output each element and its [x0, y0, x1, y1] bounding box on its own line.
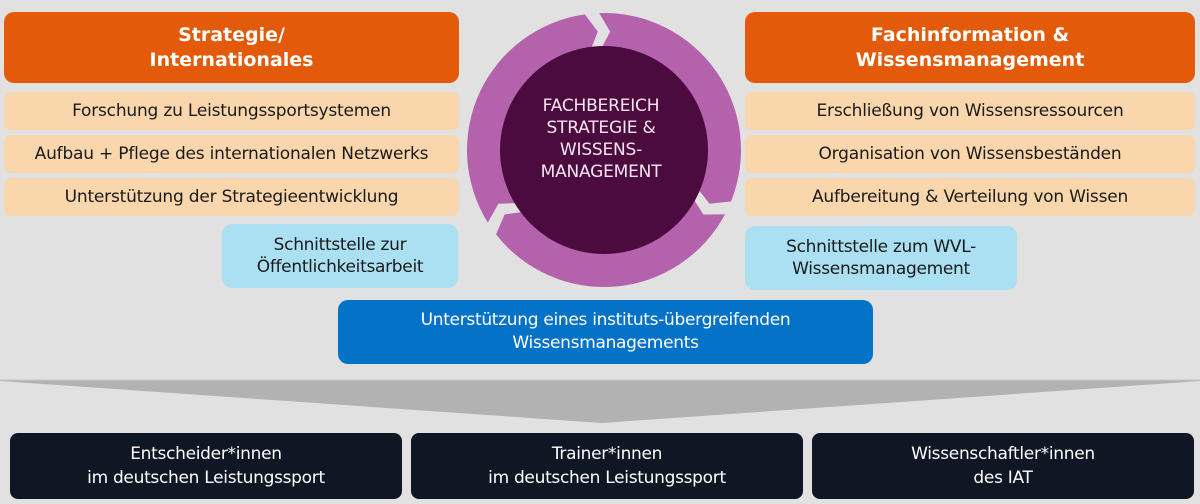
left-interface-box: Schnittstelle zur Öffentlichkeitsarbeit [222, 224, 458, 288]
left-header-label: Strategie/ Internationales [149, 23, 314, 71]
left-item-label: Unterstützung der Strategieentwicklung [64, 187, 399, 207]
right-item: Organisation von Wissensbeständen [745, 135, 1195, 173]
right-item-label: Organisation von Wissensbeständen [818, 144, 1122, 164]
left-item: Aufbau + Pflege des internationalen Netz… [4, 135, 459, 173]
left-item: Unterstützung der Strategieentwicklung [4, 178, 459, 216]
left-header: Strategie/ Internationales [4, 12, 459, 83]
left-interface-label: Schnittstelle zur Öffentlichkeitsarbeit [256, 235, 424, 277]
department-label: FACHBEREICH STRATEGIE & WISSENS- MANAGEM… [540, 96, 662, 182]
funnel-shape [0, 380, 1200, 423]
left-item-label: Aufbau + Pflege des internationalen Netz… [34, 144, 429, 164]
audience-label: Entscheider*innen im deutschen Leistungs… [87, 444, 325, 488]
left-item-label: Forschung zu Leistungssportsystemen [72, 101, 391, 121]
right-header: Fachinformation & Wissensmanagement [745, 12, 1195, 83]
right-header-label: Fachinformation & Wissensmanagement [855, 23, 1085, 71]
left-item: Forschung zu Leistungssportsystemen [4, 92, 459, 130]
shared-knowledge-box: Unterstützung eines instituts-übergreife… [338, 300, 873, 364]
cycle-arrow-segment [467, 14, 598, 223]
right-item-label: Aufbereitung & Verteilung von Wissen [811, 187, 1129, 207]
audience-label: Trainer*innen im deutschen Leistungsspor… [488, 444, 726, 488]
audience-box: Entscheider*innen im deutschen Leistungs… [10, 433, 402, 499]
cycle-diagram [467, 13, 741, 287]
right-interface-box: Schnittstelle zum WVL- Wissensmanagement [745, 226, 1017, 290]
cycle-arrow-segment [496, 196, 725, 287]
funnel-arrow [0, 379, 1200, 423]
core-circle [500, 46, 708, 254]
right-item-label: Erschließung von Wissensressourcen [816, 101, 1124, 121]
right-interface-label: Schnittstelle zum WVL- Wissensmanagement [786, 237, 976, 279]
audience-label: Wissenschaftler*innen des IAT [911, 444, 1095, 488]
audience-box: Trainer*innen im deutschen Leistungsspor… [411, 433, 803, 499]
right-item: Erschließung von Wissensressourcen [745, 92, 1195, 130]
audience-box: Wissenschaftler*innen des IAT [812, 433, 1194, 499]
shared-knowledge-label: Unterstützung eines instituts-übergreife… [420, 310, 791, 353]
right-item: Aufbereitung & Verteilung von Wissen [745, 178, 1195, 216]
